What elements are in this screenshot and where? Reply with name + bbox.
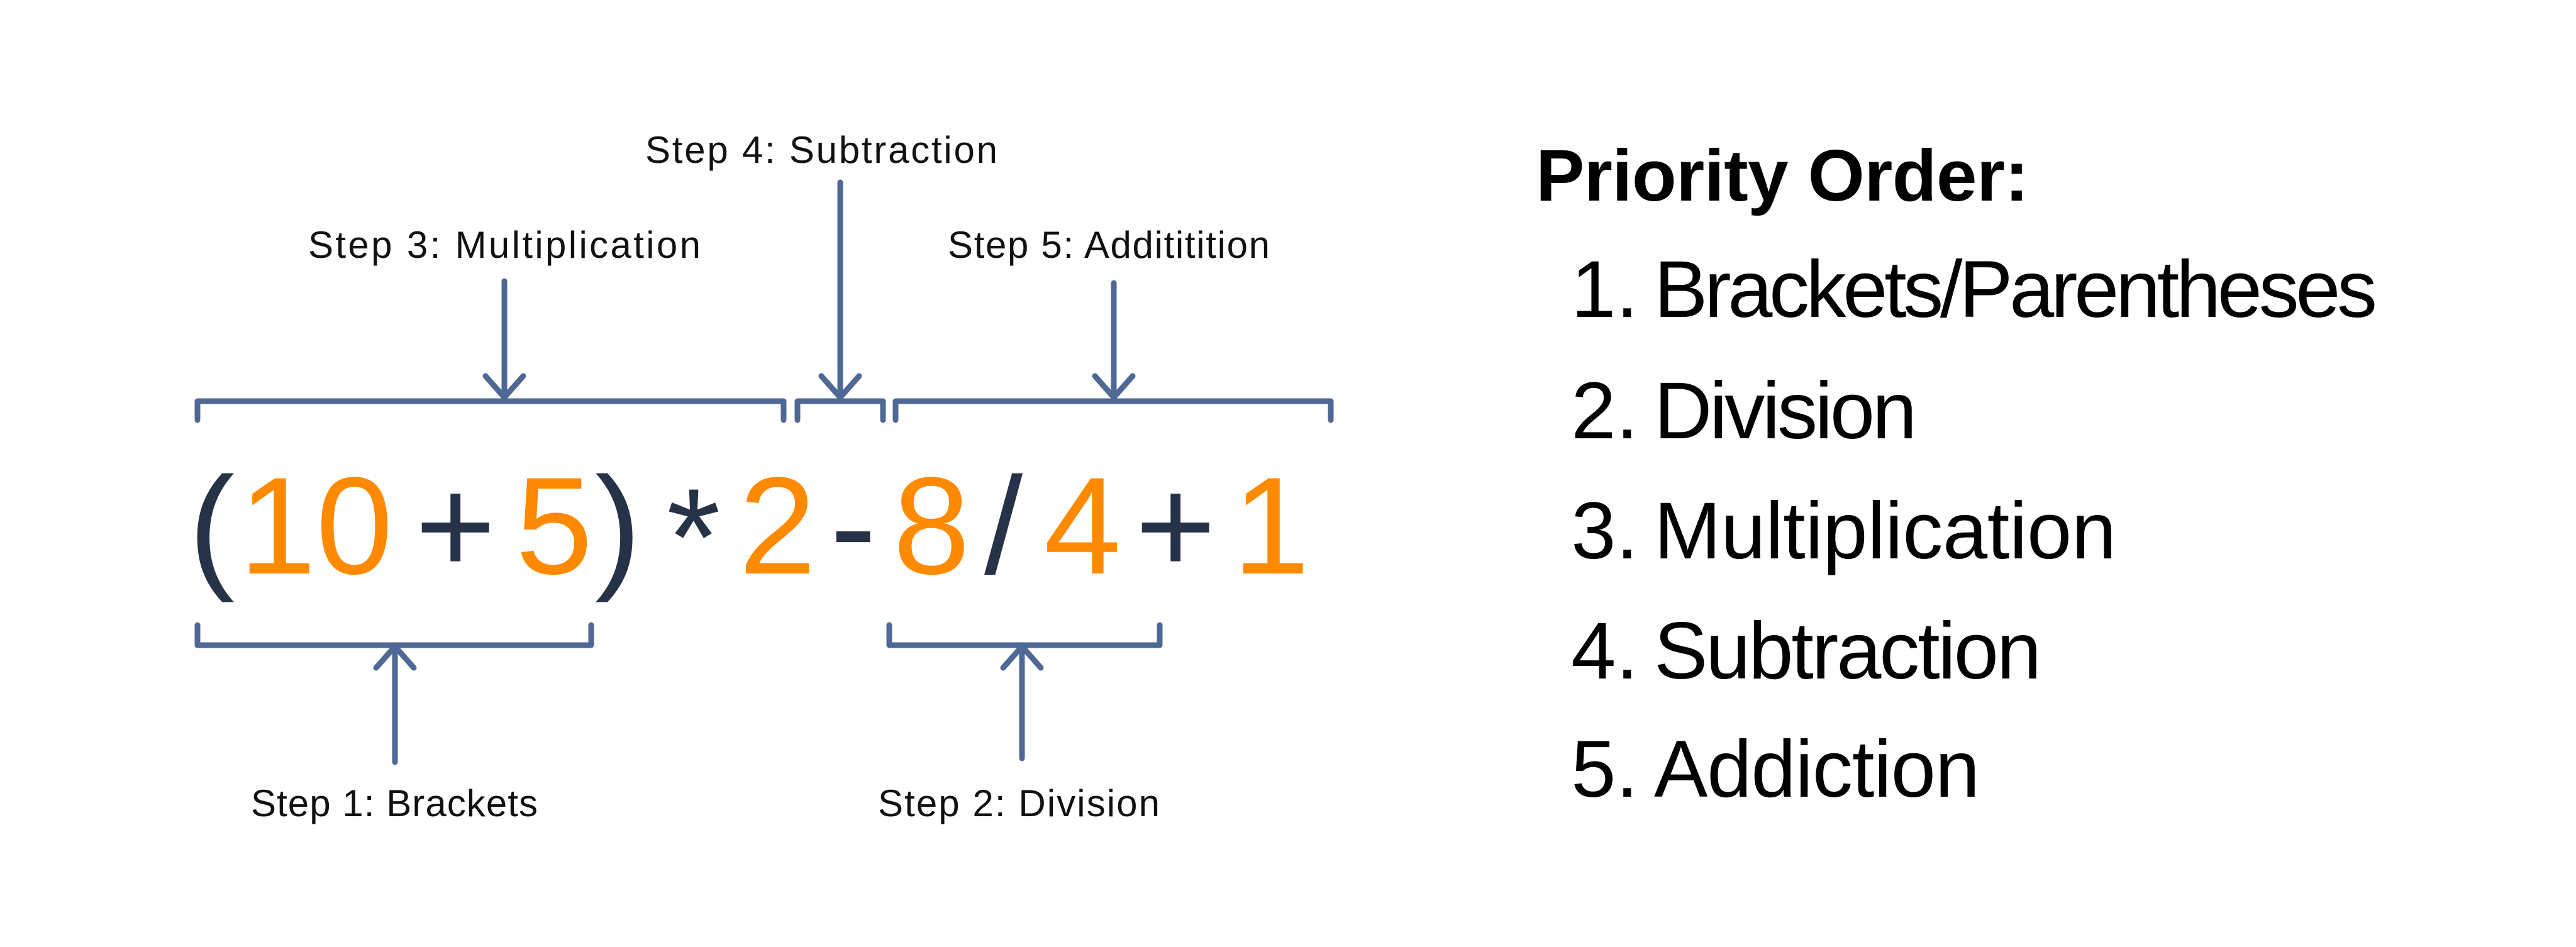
expression-number: 4 <box>1044 448 1121 603</box>
list-item-number: 4. <box>1571 606 1638 696</box>
division-bracket <box>886 622 1163 648</box>
expression: (10+5)*2-8/4+1 <box>189 448 1309 614</box>
list-item-number: 3. <box>1571 486 1638 576</box>
step2-label: Step 2: Division <box>878 782 1160 824</box>
priority-list: 1. Brackets/Parentheses 2. Division 3. M… <box>1571 245 2377 814</box>
list-item: 4. Subtraction <box>1571 606 2041 696</box>
list-item-label: Subtraction <box>1654 606 2041 696</box>
list-item: 2. Division <box>1571 366 1917 456</box>
list-item-label: Multiplication <box>1654 486 2116 576</box>
expression-operator: / <box>984 448 1023 603</box>
step2-arrow-icon <box>1000 643 1044 761</box>
expression-operator: * <box>667 460 721 614</box>
list-item-label: Addiction <box>1654 724 1980 814</box>
brackets-bracket <box>194 622 594 648</box>
expression-number: 8 <box>893 448 970 603</box>
list-item: 1. Brackets/Parentheses <box>1571 245 2377 335</box>
expression-operator: + <box>415 448 496 603</box>
step1-arrow-icon <box>373 643 417 765</box>
list-item-number: 1. <box>1571 245 1638 335</box>
expression-operator: + <box>1135 448 1216 603</box>
expression-number: 1 <box>1233 448 1309 603</box>
step4-arrow-icon <box>818 179 862 401</box>
expression-operator: ) <box>595 448 641 603</box>
expression-operator: ( <box>189 448 235 603</box>
step3-arrow-icon <box>482 278 526 401</box>
multiplication-bracket <box>194 398 787 423</box>
step3-label: Step 3: Multiplication <box>308 224 701 266</box>
list-item-label: Brackets/Parentheses <box>1654 245 2377 335</box>
expression-number: 2 <box>739 448 816 603</box>
step4-label: Step 4: Subtraction <box>645 129 997 171</box>
list-item: 5. Addiction <box>1571 724 1980 814</box>
step1-label: Step 1: Brackets <box>251 782 538 824</box>
step5-arrow-icon <box>1092 280 1136 401</box>
subtraction-bracket <box>794 398 886 423</box>
expression-operator: - <box>830 448 876 603</box>
list-item: 3. Multiplication <box>1571 486 2116 576</box>
priority-title: Priority Order: <box>1536 135 2029 216</box>
step5-label: Step 5: Addititition <box>948 224 1270 266</box>
list-item-label: Division <box>1654 366 1917 456</box>
list-item-number: 5. <box>1571 724 1638 814</box>
expression-number: 10 <box>239 448 393 603</box>
list-item-number: 2. <box>1571 366 1638 456</box>
addition-bracket <box>892 398 1334 423</box>
expression-number: 5 <box>516 448 592 603</box>
